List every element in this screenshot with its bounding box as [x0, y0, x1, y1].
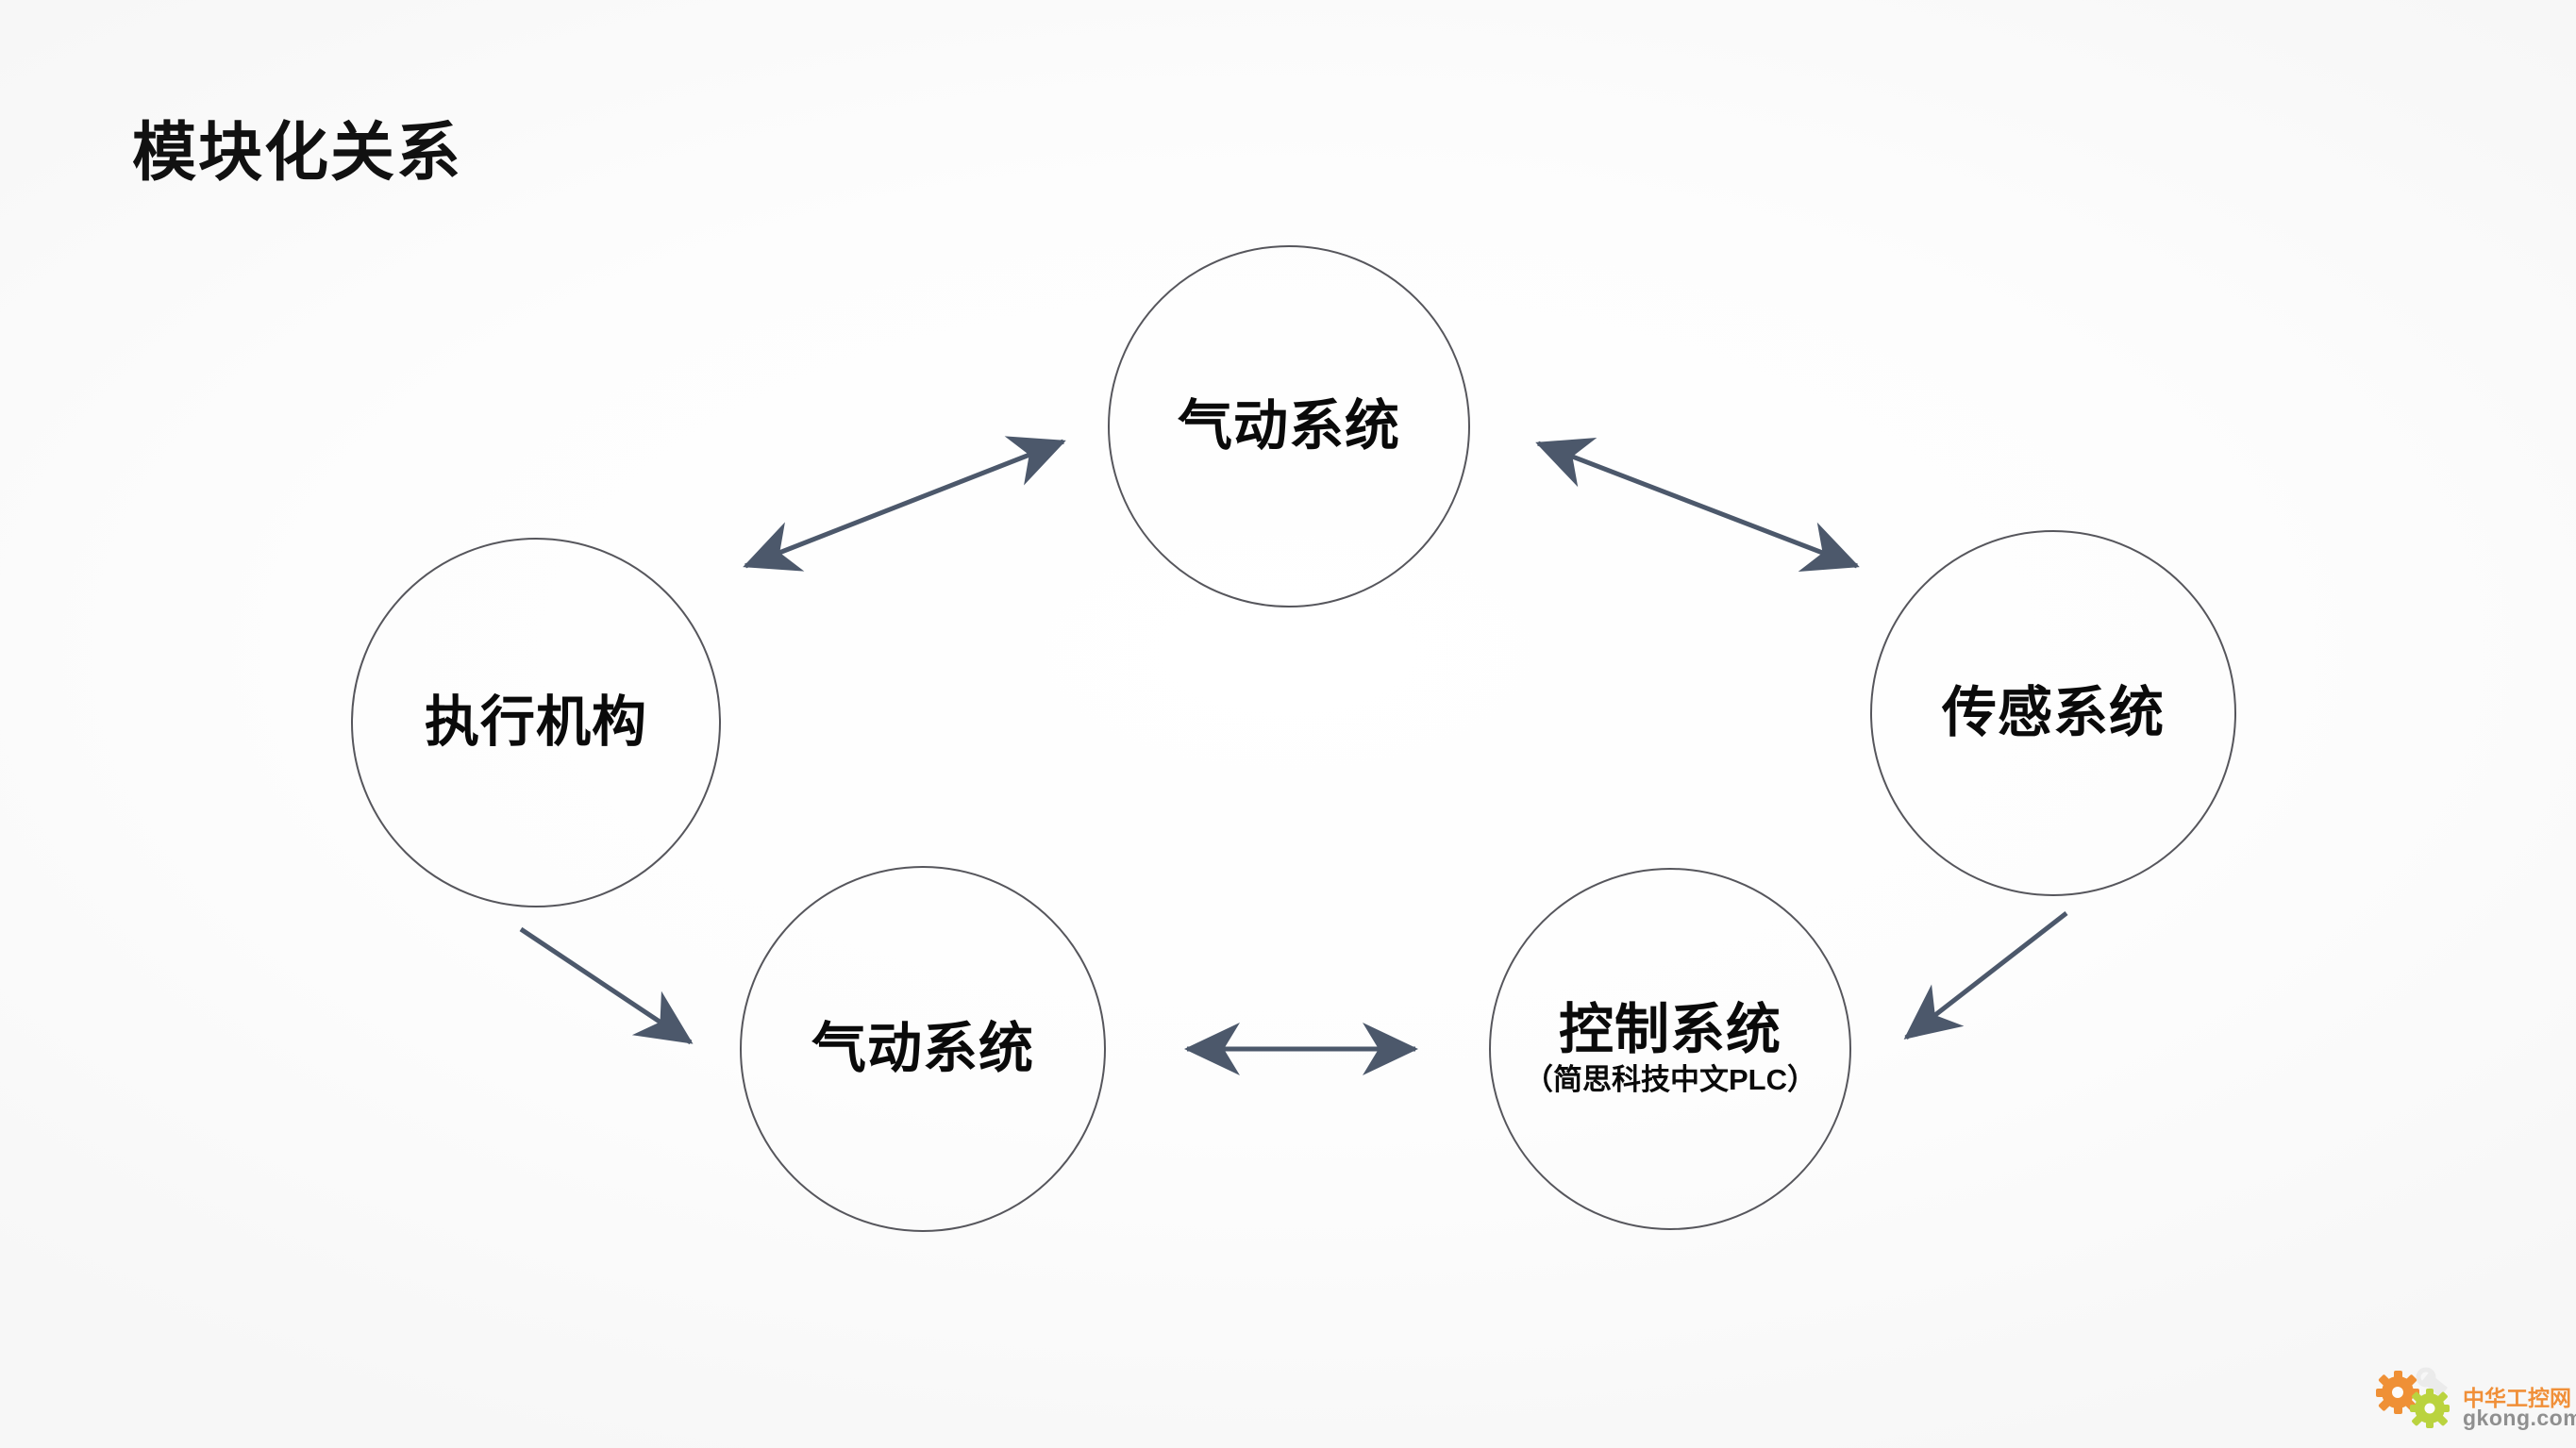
- edge-actuator-pneumatic-top: [743, 436, 1066, 572]
- node-pneumatic-system-top[interactable]: 气动系统: [1108, 245, 1470, 607]
- node-pneumatic-system-bottom[interactable]: 气动系统: [740, 866, 1106, 1232]
- wrench-icon: [2416, 1367, 2448, 1397]
- node-label: 控制系统: [1558, 998, 1781, 1060]
- node-control-system[interactable]: 控制系统 （简思科技中文PLC）: [1489, 868, 1851, 1230]
- page-title: 模块化关系: [132, 117, 463, 189]
- watermark-text-cn: 中华工控网: [2463, 1386, 2571, 1410]
- node-sublabel: （简思科技中文PLC）: [1524, 1063, 1816, 1097]
- node-label: 气动系统: [811, 1017, 1034, 1079]
- gear-icon-green: [2410, 1389, 2450, 1428]
- node-sensing-system[interactable]: 传感系统: [1870, 530, 2236, 896]
- node-label: 气动系统: [1177, 394, 1400, 457]
- watermark: 中华工控网 gkong.com: [2361, 1367, 2576, 1437]
- node-label: 执行机构: [424, 691, 647, 753]
- node-label: 传感系统: [1941, 681, 2165, 743]
- node-actuator[interactable]: 执行机构: [351, 538, 721, 907]
- edge-actuator-pneumatic-bottom: [519, 926, 694, 1045]
- edge-pneumatic-top-sensing: [1535, 437, 1860, 573]
- watermark-text-domain: gkong.com: [2463, 1406, 2576, 1430]
- gear-icon-orange: [2376, 1371, 2419, 1414]
- edge-sensing-control: [1903, 911, 2068, 1040]
- watermark-gears: [2376, 1367, 2450, 1428]
